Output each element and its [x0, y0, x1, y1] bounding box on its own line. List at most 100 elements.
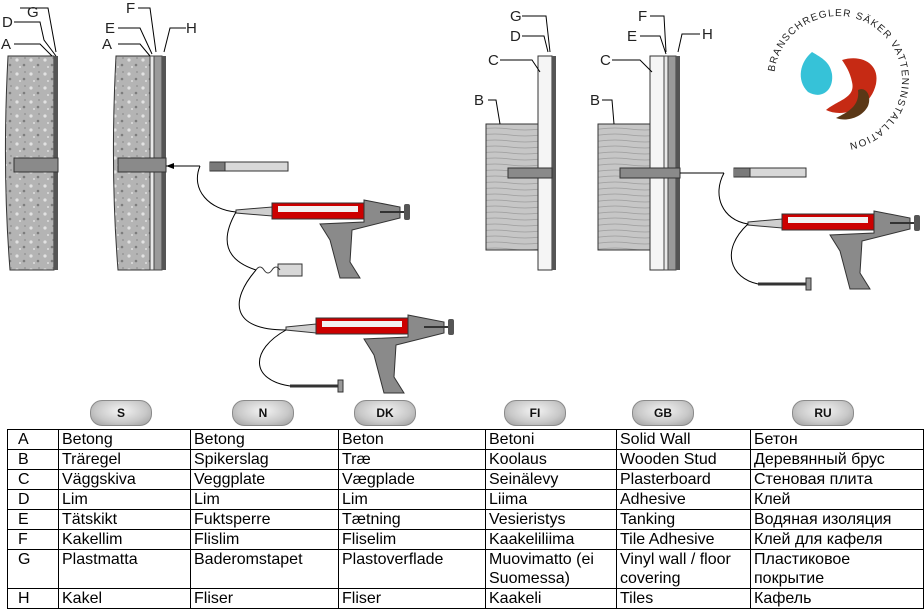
term-cell: Tätskikt [58, 509, 191, 530]
flag-ru: RU [792, 400, 854, 426]
label-a-left: A [1, 36, 11, 53]
term-cell: Väggskiva [58, 469, 191, 490]
flag-gb: GB [632, 400, 694, 426]
row-key: B [7, 449, 59, 470]
sakervatten-logo: BRANSCHREGLER SÄKER VATTENINSTALLATION [767, 8, 911, 151]
label-e-far: E [627, 28, 637, 45]
term-cell: Tile Adhesive [616, 529, 751, 550]
row-key: A [7, 429, 59, 450]
label-a-center: A [102, 36, 112, 53]
label-f-far: F [638, 8, 647, 25]
term-cell: Клей для кафеля [750, 529, 924, 550]
wall-plug [255, 263, 303, 277]
term-cell: Vægplade [338, 469, 486, 490]
term-cell: Пластиковое покрытие [750, 549, 924, 589]
label-g-right: G [510, 8, 522, 25]
term-cell: Spikerslag [190, 449, 339, 470]
drill-bit [209, 161, 289, 172]
caulking-gun-upper [235, 199, 410, 279]
term-cell: Träregel [58, 449, 191, 470]
term-cell: Muovimatto (ei Suomessa) [485, 549, 617, 589]
term-cell: Veggplate [190, 469, 339, 490]
term-cell: Lim [190, 489, 339, 510]
term-cell: Kaakeliliima [485, 529, 617, 550]
term-cell: Стеновая плита [750, 469, 924, 490]
row-key: C [7, 469, 59, 490]
term-cell: Koolaus [485, 449, 617, 470]
term-cell: Kaakeli [485, 588, 617, 609]
svg-text:BRANSCHREGLER SÄKER VATTENINST: BRANSCHREGLER SÄKER VATTENINSTALLATION [767, 8, 911, 151]
term-cell: Бетон [750, 429, 924, 450]
label-f-center: F [126, 0, 135, 17]
flag-s: S [90, 400, 152, 426]
term-cell: Водяная изоляция [750, 509, 924, 530]
logo-ring-text: BRANSCHREGLER SÄKER VATTENINSTALLATION [767, 8, 909, 151]
label-c-far: C [600, 52, 611, 69]
label-b-right: B [474, 92, 484, 109]
label-e-center: E [105, 20, 115, 37]
term-cell: Lim [338, 489, 486, 510]
term-cell: Solid Wall [616, 429, 751, 450]
label-d-left: D [2, 14, 13, 31]
term-cell: Flislim [190, 529, 339, 550]
language-flags: S N DK FI GB RU [0, 400, 924, 428]
row-key: H [7, 588, 59, 609]
term-cell: Plastoverflade [338, 549, 486, 589]
term-cell: Kakel [58, 588, 191, 609]
label-h-center: H [186, 20, 197, 37]
flag-fi: FI [504, 400, 566, 426]
term-cell: Деревянный брус [750, 449, 924, 470]
label-d-right: D [510, 28, 521, 45]
screw-right [758, 277, 812, 291]
wooden-stud-right [597, 123, 651, 251]
caulking-gun-lower [285, 314, 454, 394]
label-c-right: C [488, 52, 499, 69]
screw-left [290, 379, 344, 393]
wooden-stud-left [485, 123, 539, 251]
label-g-left: G [27, 4, 39, 21]
drill-bit-right [733, 167, 807, 178]
term-cell: Fliselim [338, 529, 486, 550]
term-cell: Wooden Stud [616, 449, 751, 470]
term-cell: Liima [485, 489, 617, 510]
term-cell: Клей [750, 489, 924, 510]
term-cell: Betong [190, 429, 339, 450]
term-cell: Fliser [338, 588, 486, 609]
term-cell: Кафель [750, 588, 924, 609]
term-cell: Plasterboard [616, 469, 751, 490]
flag-n: N [232, 400, 294, 426]
caulking-gun-right [747, 210, 920, 290]
term-cell: Fuktsperre [190, 509, 339, 530]
term-cell: Betoni [485, 429, 617, 450]
label-b-far: B [590, 92, 600, 109]
term-cell: Vesieristys [485, 509, 617, 530]
term-cell: Fliser [190, 588, 339, 609]
installation-diagram: A G D A E F H G D C B C B F E H BRANSCHR… [1, 0, 920, 394]
term-cell: Lim [58, 489, 191, 510]
term-cell: Beton [338, 429, 486, 450]
term-cell: Tiles [616, 588, 751, 609]
row-key: E [7, 509, 59, 530]
row-key: D [7, 489, 59, 510]
row-key: F [7, 529, 59, 550]
term-cell: Vinyl wall / floor covering [616, 549, 751, 589]
term-cell: Træ [338, 449, 486, 470]
term-cell: Tanking [616, 509, 751, 530]
row-key: G [7, 549, 59, 589]
term-cell: Adhesive [616, 489, 751, 510]
term-cell: Betong [58, 429, 191, 450]
term-cell: Plastmatta [58, 549, 191, 589]
term-cell: Seinälevy [485, 469, 617, 490]
label-h-far: H [702, 26, 713, 43]
flag-dk: DK [354, 400, 416, 426]
term-cell: Tætning [338, 509, 486, 530]
